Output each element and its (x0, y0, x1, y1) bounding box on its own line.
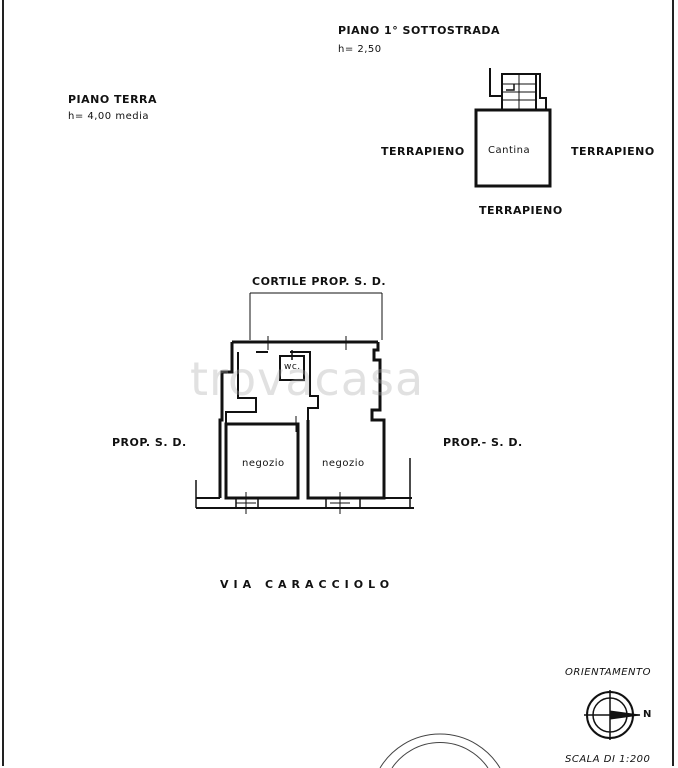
stamp-seal (379, 733, 501, 768)
compass-rose-icon (584, 690, 641, 740)
terrapieno-bottom: TERRAPIENO (479, 204, 563, 217)
orientation-label: ORIENTAMENTO (565, 667, 652, 678)
ground-floor-title: PIANO TERRA (68, 93, 158, 106)
ground-floor-plan (195, 292, 414, 514)
basement-title: PIANO 1° SOTTOSTRADA (338, 24, 500, 37)
left-neighbor-label: PROP. S. D. (112, 436, 187, 449)
terrapieno-right: TERRAPIENO (571, 145, 655, 158)
shop-right-label: negozio (322, 458, 365, 469)
basement-plan (474, 68, 552, 188)
scale-label: SCALA DI 1:200 (565, 754, 651, 765)
courtyard-label: CORTILE PROP. S. D. (252, 275, 387, 288)
ground-floor-height: h= 4,00 media (68, 111, 149, 122)
north-label: N (643, 709, 652, 720)
wc-label: wc. (284, 362, 301, 372)
watermark-logo: trovacasa (190, 352, 425, 406)
shop-left-label: negozio (242, 458, 285, 469)
basement-height: h= 2,50 (338, 44, 382, 55)
right-neighbor-label: PROP.- S. D. (443, 436, 523, 449)
basement-room-label: Cantina (488, 145, 531, 156)
terrapieno-left: TERRAPIENO (381, 145, 465, 158)
street-label: VIA CARACCIOLO (220, 578, 395, 591)
